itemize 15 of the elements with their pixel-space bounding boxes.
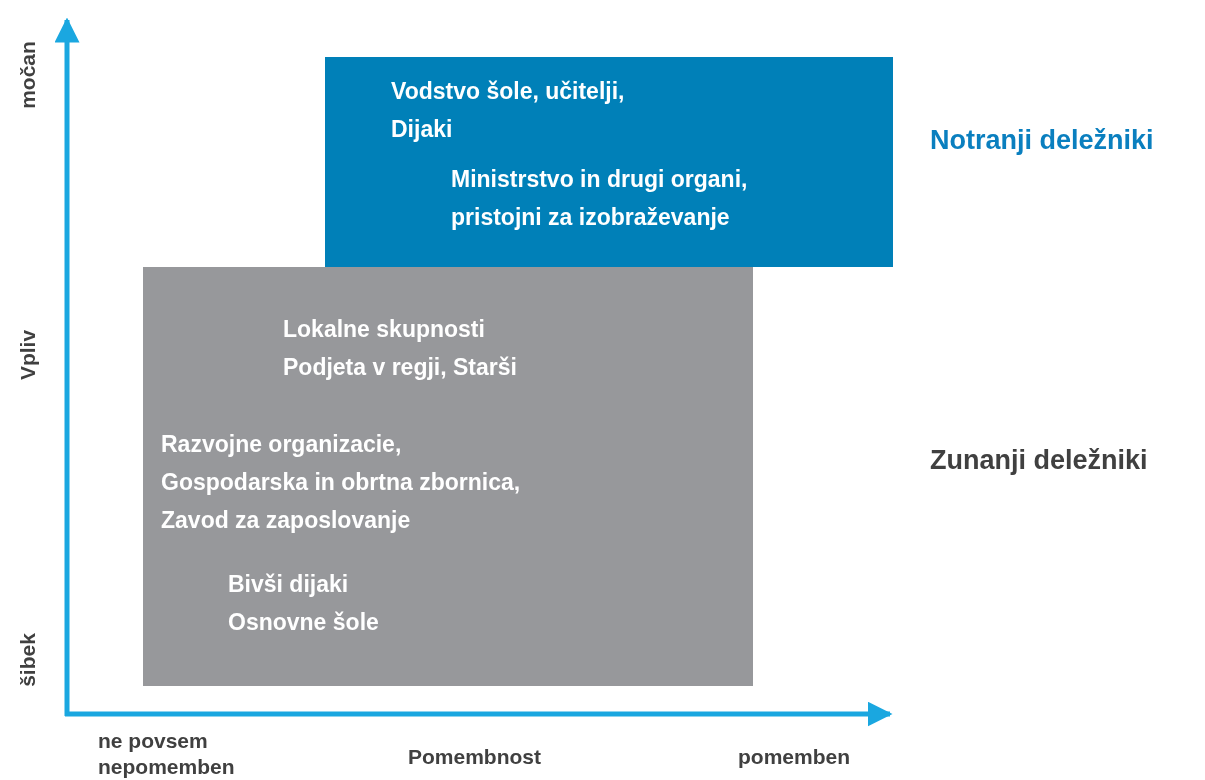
stakeholder-list: Razvojne organizacie, Gospodarska in obrtna zbornica, Zavod za zaposlovanje xyxy=(161,425,541,539)
axis-title: Vpliv xyxy=(15,329,40,381)
group-label: Zunanji deležniki xyxy=(930,445,1148,476)
stakeholder-list: Bivši dijaki Osnovne šole xyxy=(228,565,428,641)
stakeholder-list: Vodstvo šole, učitelji, Dijaki xyxy=(391,72,671,148)
axis-end-label: šibek xyxy=(15,633,40,687)
axis-end-label: pomemben xyxy=(738,744,850,770)
group-label: Notranji deležniki xyxy=(930,125,1154,156)
stakeholder-list: Ministrstvo in drugi organi, pristojni za izobraževanje xyxy=(451,160,811,236)
axis-end-label: močan xyxy=(15,41,40,109)
stakeholder-box xyxy=(325,57,893,267)
axis-title: Pomembnost xyxy=(408,744,541,770)
stakeholder-box xyxy=(143,267,753,686)
stakeholder-list: Lokalne skupnosti Podjeta v regji, Starši xyxy=(283,310,563,386)
axis-end-label: ne povsem nepomemben xyxy=(98,728,236,780)
